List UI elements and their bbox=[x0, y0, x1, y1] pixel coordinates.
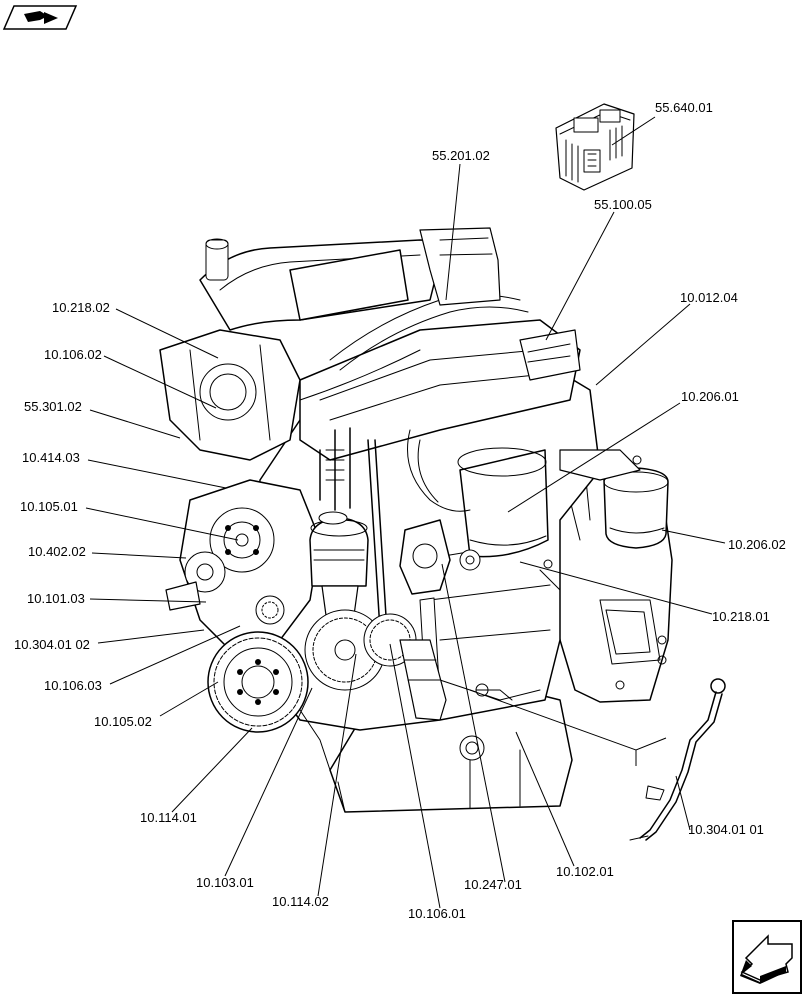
engine-view-icon[interactable] bbox=[2, 5, 78, 30]
callout-55-201-02[interactable]: 55.201.02 bbox=[432, 148, 490, 163]
callout-10-402-02[interactable]: 10.402.02 bbox=[28, 544, 86, 559]
callout-10-218-01[interactable]: 10.218.01 bbox=[712, 609, 770, 624]
callout-10-101-03[interactable]: 10.101.03 bbox=[27, 591, 85, 606]
callout-10-206-02[interactable]: 10.206.02 bbox=[728, 537, 786, 552]
callout-10-102-01[interactable]: 10.102.01 bbox=[556, 864, 614, 879]
callout-10-105-02[interactable]: 10.105.02 bbox=[94, 714, 152, 729]
callout-10-414-03[interactable]: 10.414.03 bbox=[22, 450, 80, 465]
callout-10-304-01-01[interactable]: 10.304.01 01 bbox=[688, 822, 764, 837]
callout-10-247-01[interactable]: 10.247.01 bbox=[464, 877, 522, 892]
callout-10-012-04[interactable]: 10.012.04 bbox=[680, 290, 738, 305]
next-page-arrow-icon[interactable] bbox=[732, 920, 802, 994]
callout-10-106-02[interactable]: 10.106.02 bbox=[44, 347, 102, 362]
callout-10-105-01[interactable]: 10.105.01 bbox=[20, 499, 78, 514]
leader-lines bbox=[85, 116, 726, 909]
callout-55-301-02[interactable]: 55.301.02 bbox=[24, 399, 82, 414]
callout-10-114-01[interactable]: 10.114.01 bbox=[140, 810, 197, 825]
callout-10-304-01-02[interactable]: 10.304.01 02 bbox=[14, 637, 90, 652]
engine-drawing bbox=[159, 227, 726, 841]
callout-55-640-01[interactable]: 55.640.01 bbox=[655, 100, 713, 115]
callout-labels: 55.640.01 55.201.02 55.100.05 10.218.02 … bbox=[14, 100, 786, 921]
callout-10-106-01[interactable]: 10.106.01 bbox=[408, 906, 466, 921]
callout-10-206-01[interactable]: 10.206.01 bbox=[681, 389, 739, 404]
ecu-module bbox=[555, 103, 635, 191]
callout-10-114-02[interactable]: 10.114.02 bbox=[272, 894, 329, 909]
callout-10-103-01[interactable]: 10.103.01 bbox=[196, 875, 254, 890]
callout-55-100-05[interactable]: 55.100.05 bbox=[594, 197, 652, 212]
callout-10-106-03[interactable]: 10.106.03 bbox=[44, 678, 102, 693]
callout-10-218-02[interactable]: 10.218.02 bbox=[52, 300, 110, 315]
